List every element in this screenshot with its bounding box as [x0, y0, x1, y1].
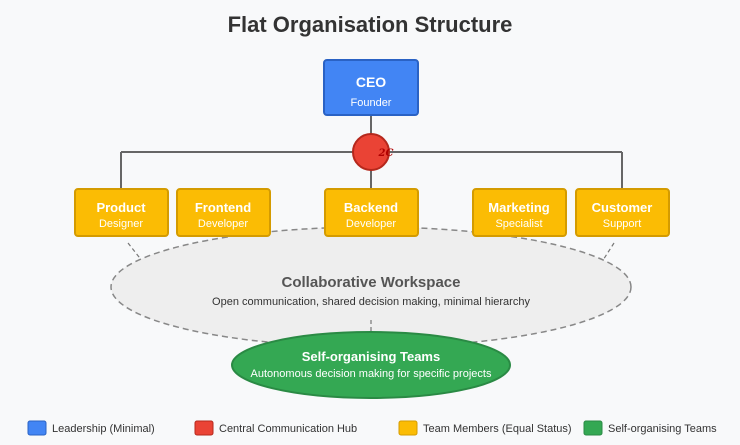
member-customer-subtitle: Support — [603, 218, 642, 230]
communication-hub: 2C — [352, 133, 394, 171]
member-backend: Backend Developer — [324, 188, 419, 237]
legend-swatch — [27, 420, 47, 436]
diagram-title: Flat Organisation Structure — [228, 12, 513, 37]
legend: Leadership (Minimal) Central Communicati… — [27, 420, 717, 436]
member-marketing-subtitle: Specialist — [495, 218, 542, 230]
member-customer-title: Customer — [592, 200, 653, 215]
collaborative-workspace — [110, 226, 632, 348]
legend-item-members: Team Members (Equal Status) — [398, 420, 572, 436]
member-product: Product Designer — [74, 188, 169, 237]
legend-label: Central Communication Hub — [219, 423, 357, 435]
legend-swatch — [398, 420, 418, 436]
member-marketing: Marketing Specialist — [472, 188, 567, 237]
member-backend-subtitle: Developer — [346, 218, 396, 230]
ceo-node: CEO Founder — [323, 59, 419, 116]
member-frontend: Frontend Developer — [176, 188, 271, 237]
legend-swatch — [583, 420, 603, 436]
member-product-title: Product — [96, 200, 146, 215]
teams-title: Self-organising Teams — [302, 349, 440, 364]
legend-item-hub: Central Communication Hub — [194, 420, 357, 436]
member-backend-title: Backend — [344, 200, 398, 215]
workspace-subtitle: Open communication, shared decision maki… — [212, 296, 530, 308]
member-product-subtitle: Designer — [99, 218, 143, 230]
legend-label: Leadership (Minimal) — [52, 423, 155, 435]
teams-subtitle: Autonomous decision making for specific … — [251, 368, 492, 380]
legend-swatch — [194, 420, 214, 436]
legend-item-teams: Self-organising Teams — [583, 420, 717, 436]
self-organising-teams: Self-organising Teams Autonomous decisio… — [231, 331, 511, 399]
member-customer: Customer Support — [575, 188, 670, 237]
legend-label: Self-organising Teams — [608, 423, 717, 435]
legend-label: Team Members (Equal Status) — [423, 423, 572, 435]
workspace-link-customer — [595, 242, 615, 272]
ceo-title: CEO — [356, 74, 386, 90]
member-marketing-title: Marketing — [488, 200, 549, 215]
member-frontend-subtitle: Developer — [198, 218, 248, 230]
member-frontend-title: Frontend — [195, 200, 251, 215]
legend-item-leadership: Leadership (Minimal) — [27, 420, 155, 436]
hub-label: 2C — [378, 148, 394, 159]
ceo-subtitle: Founder — [351, 97, 392, 109]
workspace-title: Collaborative Workspace — [282, 274, 461, 291]
